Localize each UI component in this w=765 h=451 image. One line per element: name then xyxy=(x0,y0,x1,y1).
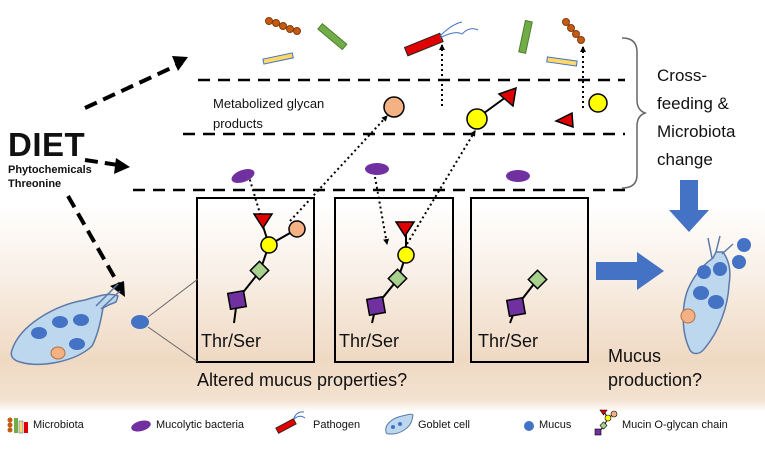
mucolytic-bacteria-icon xyxy=(131,420,151,432)
glycan-panel-2 xyxy=(334,197,454,363)
microbiota-chain-left xyxy=(265,17,301,35)
panel1-residue-label: Thr/Ser xyxy=(201,331,262,351)
glycan-panel-1 xyxy=(196,197,315,363)
crossfeeding-line4: change xyxy=(657,150,713,169)
mucus-droplet-left xyxy=(131,315,149,329)
microbiota-icon xyxy=(7,417,28,434)
diet-arrow-heads xyxy=(110,56,188,297)
glycan-panel-3 xyxy=(470,197,589,363)
legend-pathogen-label: Pathogen xyxy=(313,419,361,431)
legend-glycan-chain-label: Mucin O-glycan chain xyxy=(622,419,728,431)
released-sugars xyxy=(383,86,608,130)
pathogen-top xyxy=(403,21,479,57)
diet-subtitle: Phytochemicals Threonine xyxy=(8,163,92,191)
zoom-line-top xyxy=(147,278,199,318)
diet-title: DIET xyxy=(8,126,86,163)
blue-arrow-down xyxy=(669,180,709,232)
goblet-cell-right xyxy=(680,235,734,355)
pathogen-icon xyxy=(275,411,306,434)
mucus-production-caption: Mucus production? xyxy=(608,344,702,392)
bracket xyxy=(621,37,648,189)
glycan-products-line1: Metabolized glycan xyxy=(213,96,325,111)
crossfeeding-line1: Cross- xyxy=(657,66,708,85)
glycan-products-label: Metabolized glycan products xyxy=(213,94,324,134)
mucus-droplet-right-1 xyxy=(737,238,751,252)
panel3-residue-label: Thr/Ser xyxy=(478,331,539,351)
dotted-arrows xyxy=(246,44,586,245)
crossfeeding-line3: Microbiota xyxy=(657,122,736,141)
glycan-chain-icon xyxy=(594,409,618,436)
diet-sub-phytochemicals: Phytochemicals xyxy=(8,164,92,176)
microbiota-chain-right xyxy=(562,18,585,44)
legend-goblet-label: Goblet cell xyxy=(418,419,470,431)
glycan-products-line2: products xyxy=(213,116,263,131)
legend-icons xyxy=(7,409,618,436)
legend-mucolytic-label: Mucolytic bacteria xyxy=(156,419,245,431)
mucus-production-line2: production? xyxy=(608,370,703,390)
diet-arrows xyxy=(66,61,183,288)
legend-microbiota-label: Microbiota xyxy=(33,419,84,431)
crossfeeding-line2: feeding & xyxy=(657,94,729,113)
mucus-droplet-right-2 xyxy=(732,255,746,269)
mucus-production-line1: Mucus xyxy=(608,346,662,366)
mucolytic-bacteria-group xyxy=(231,163,530,183)
layer-lines xyxy=(133,78,625,192)
crossfeeding-label: Cross- feeding & Microbiota change xyxy=(657,62,735,174)
panel2-residue-label: Thr/Ser xyxy=(339,331,400,351)
mucus-icon xyxy=(524,421,534,431)
microbiota-top xyxy=(262,17,585,67)
goblet-cell-icon xyxy=(385,413,414,435)
legend-mucus-label: Mucus xyxy=(539,419,572,431)
diet-sub-threonine: Threonine xyxy=(8,178,62,190)
altered-mucus-caption: Altered mucus properties? xyxy=(197,370,408,390)
goblet-cell-left xyxy=(10,283,121,365)
zoom-line-bottom xyxy=(147,326,199,363)
blue-arrow-right xyxy=(596,252,664,290)
